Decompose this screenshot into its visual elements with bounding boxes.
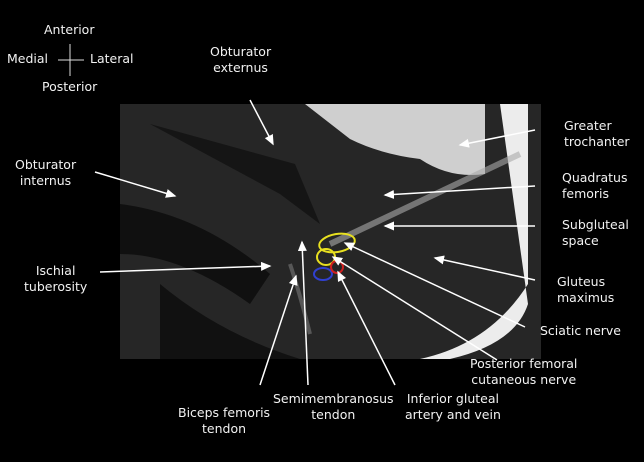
label-biceps-femoris-tendon: Biceps femoris tendon — [178, 405, 271, 436]
mri-image — [120, 104, 541, 359]
orientation-medial: Medial — [7, 51, 49, 66]
orientation-posterior: Posterior — [42, 79, 98, 94]
label-posterior-femoral-cutaneous-nerve: Posterior femoral cutaneous nerve — [470, 356, 578, 387]
label-ischial-tuberosity: Ischial tuberosity — [24, 263, 88, 294]
label-obturator-internus: Obturator internus — [15, 157, 77, 188]
label-greater-trochanter: Greater trochanter — [564, 118, 630, 149]
orientation-lateral: Lateral — [90, 51, 134, 66]
label-obturator-externus: Obturator externus — [210, 44, 272, 75]
label-subgluteal-space: Subgluteal space — [562, 217, 629, 248]
orientation-anterior: Anterior — [44, 22, 95, 37]
label-sciatic-nerve: Sciatic nerve — [540, 323, 621, 338]
label-semimembranosus-tendon: Semimembranosus tendon — [273, 391, 394, 422]
label-quadratus-femoris: Quadratus femoris — [562, 170, 628, 201]
label-gluteus-maximus: Gluteus maximus — [557, 274, 615, 305]
label-inferior-gluteal-artery-vein: Inferior gluteal artery and vein — [405, 391, 501, 422]
